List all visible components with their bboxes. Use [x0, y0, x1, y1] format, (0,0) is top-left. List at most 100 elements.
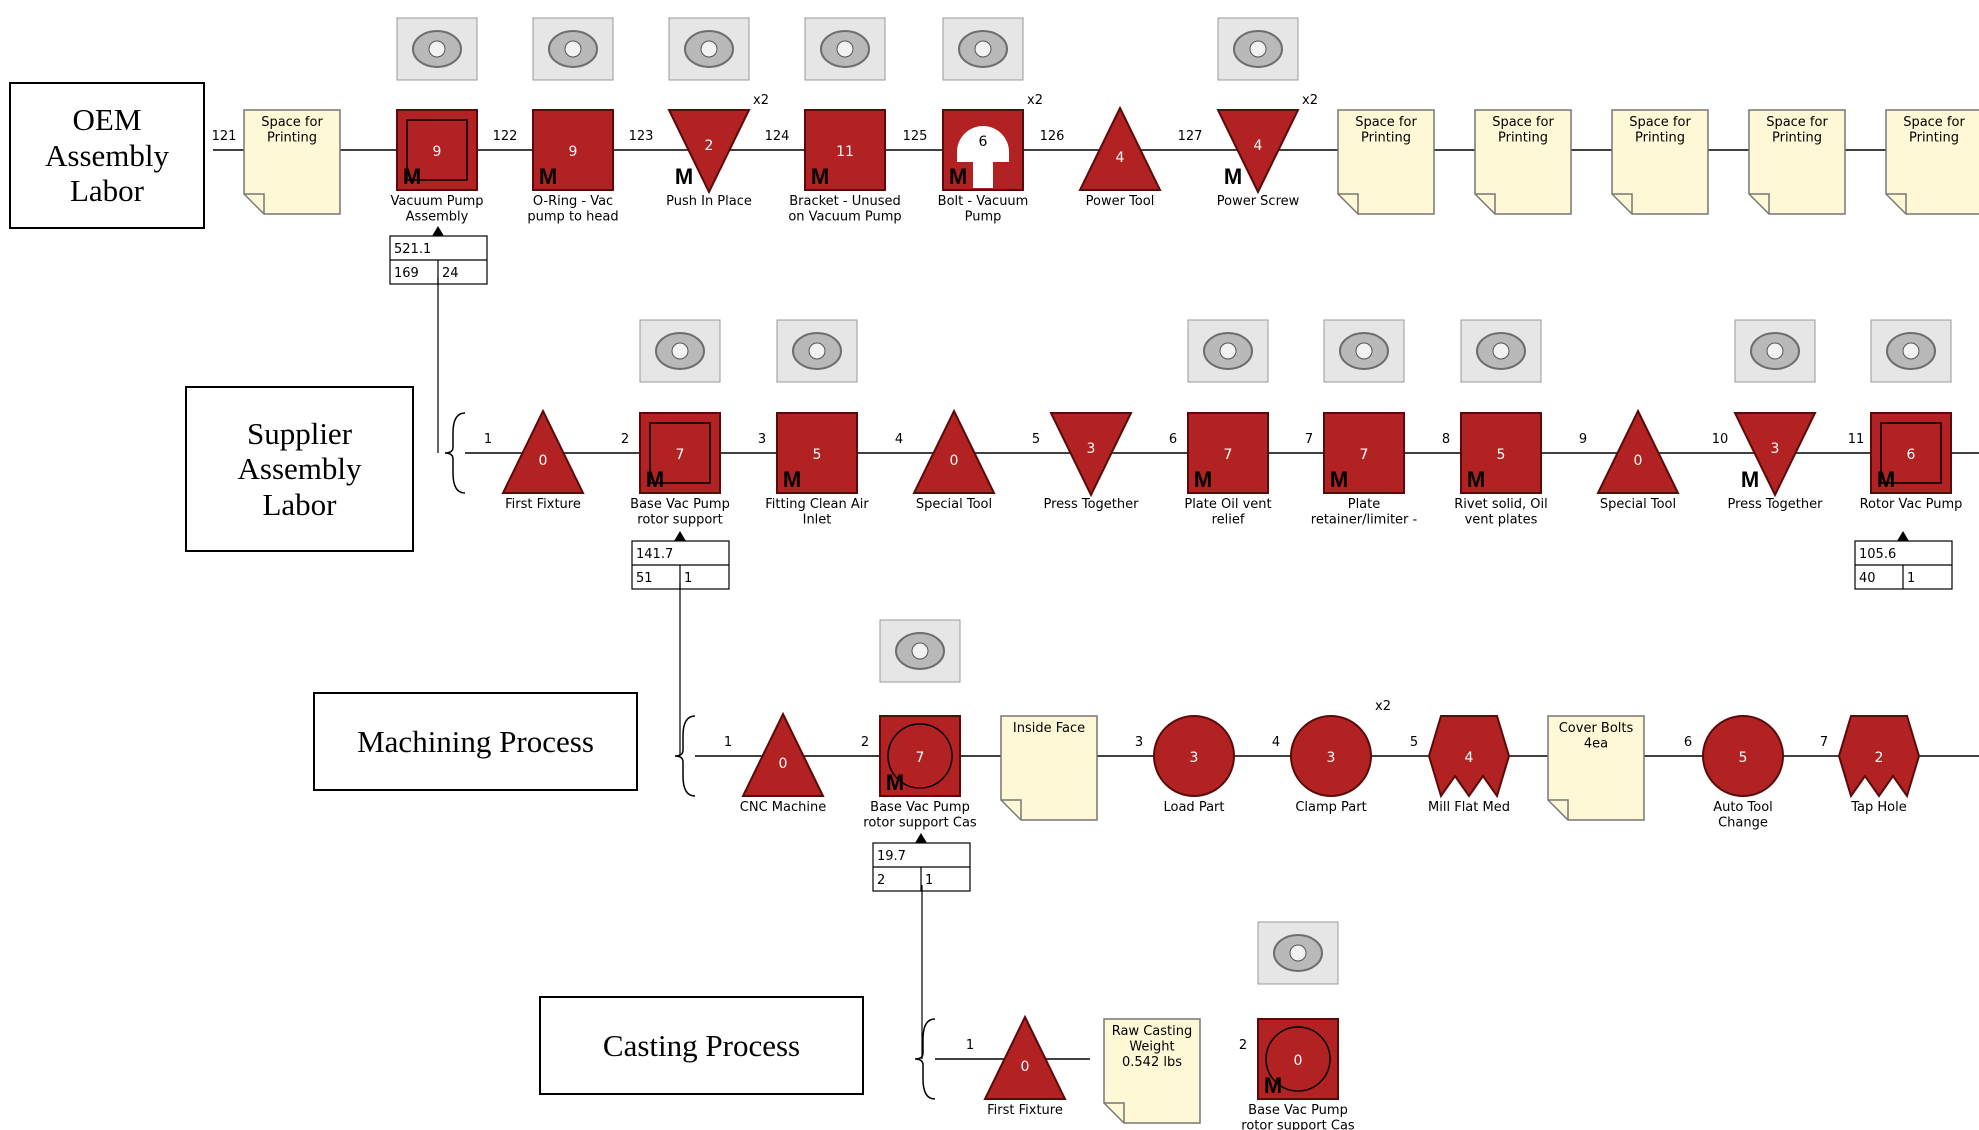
m-marker: M [1877, 467, 1895, 492]
note: Space forPrinting [1475, 110, 1571, 214]
step-triangle-up: 0First Fixture [985, 1017, 1065, 1118]
triangle-up-shape [743, 714, 823, 796]
casting-photo-icon [880, 620, 960, 682]
step-triangle-up: 0Special Tool [914, 411, 994, 512]
step-caption: Power Tool [1086, 194, 1155, 209]
photo-hole [975, 41, 991, 57]
m-marker: M [1264, 1073, 1282, 1098]
step-triangle-down: 3Press Together [1044, 413, 1140, 512]
m-marker: M [675, 164, 693, 189]
step-value: 5 [1497, 447, 1506, 463]
triangle-up-shape [914, 411, 994, 493]
step-value: 0 [1021, 1059, 1030, 1075]
triangle-up-shape [1080, 108, 1160, 190]
photo-hole [429, 41, 445, 57]
note-text: Space forPrinting [1766, 115, 1828, 146]
step-number: 2 [861, 735, 869, 750]
triangle-up-shape [985, 1017, 1065, 1099]
summary-left: 2 [877, 873, 885, 888]
photo-hole [565, 41, 581, 57]
step-number: 122 [493, 129, 518, 144]
step-number: 2 [621, 432, 629, 447]
summary-arrow [674, 531, 686, 541]
m-marker: M [949, 164, 967, 189]
summary-left: 169 [394, 266, 419, 281]
step-number: 7 [1820, 735, 1828, 750]
step-value: 7 [1360, 447, 1369, 463]
step-square: 5MFitting Clean AirInlet [765, 413, 869, 528]
lane-bracket [675, 716, 695, 796]
o-ring-photo-icon [533, 18, 613, 80]
m-marker: M [646, 467, 664, 492]
step-value: 0 [1294, 1053, 1303, 1069]
m-marker: M [403, 164, 421, 189]
summary-total: 141.7 [636, 547, 673, 562]
photo-hole [1220, 343, 1236, 359]
part-photo-icon [669, 18, 749, 80]
photo-hole [912, 643, 928, 659]
step-number: 5 [1032, 432, 1040, 447]
step-number: 124 [765, 129, 790, 144]
step-caption: Push In Place [666, 194, 752, 209]
pump-photo-icon [397, 18, 477, 80]
step-value: 5 [813, 447, 822, 463]
summary-right: 24 [442, 266, 459, 281]
step-number: 127 [1178, 129, 1203, 144]
summary-left: 51 [636, 571, 653, 586]
step-value: 6 [1907, 447, 1916, 463]
step-caption: Load Part [1164, 800, 1225, 815]
lane-bracket [445, 413, 465, 493]
step-caption: CNC Machine [740, 800, 826, 815]
step-caption: Bolt - VacuumPump [938, 194, 1029, 225]
step-value: 3 [1327, 750, 1336, 766]
step-number: 2 [1239, 1038, 1247, 1053]
multiplier-label: x2 [1027, 93, 1043, 108]
step-number: 4 [895, 432, 903, 447]
step-number: 11 [1848, 432, 1865, 447]
summary-right: 1 [1907, 571, 1915, 586]
note: Raw CastingWeight0.542 lbs [1104, 1019, 1200, 1123]
step-caption: Rotor Vac Pump [1860, 497, 1963, 512]
step-value: 7 [1224, 447, 1233, 463]
step-value: 0 [539, 453, 548, 469]
step-value: 0 [1634, 453, 1643, 469]
step-triangle-up: 4Power Tool [1080, 108, 1160, 209]
m-marker: M [1224, 164, 1242, 189]
photo-hole [1356, 343, 1372, 359]
step-caption: Bracket - Unusedon Vacuum Pump [788, 194, 901, 225]
summary-right: 1 [684, 571, 692, 586]
step-number: 1 [966, 1038, 974, 1053]
step-value: 7 [676, 447, 685, 463]
step-caption: Special Tool [916, 497, 992, 512]
step-triangle-up: 0First Fixture [503, 411, 583, 512]
step-number: 7 [1305, 432, 1313, 447]
m-marker: M [1467, 467, 1485, 492]
step-value: 6 [979, 134, 988, 150]
step-caption: Power Screw [1217, 194, 1300, 209]
step-number: 4 [1272, 735, 1280, 750]
m-marker: M [1741, 467, 1759, 492]
note: Cover Bolts4ea [1548, 716, 1644, 820]
step-caption: Mill Flat Med [1428, 800, 1510, 815]
photo-hole [1493, 343, 1509, 359]
plate-photo-icon [1324, 320, 1404, 382]
step-number: 1 [484, 432, 492, 447]
note-text: Inside Face [1013, 721, 1085, 736]
plate-photo-icon [1461, 320, 1541, 382]
m-marker: M [1194, 467, 1212, 492]
m-marker: M [1330, 467, 1348, 492]
